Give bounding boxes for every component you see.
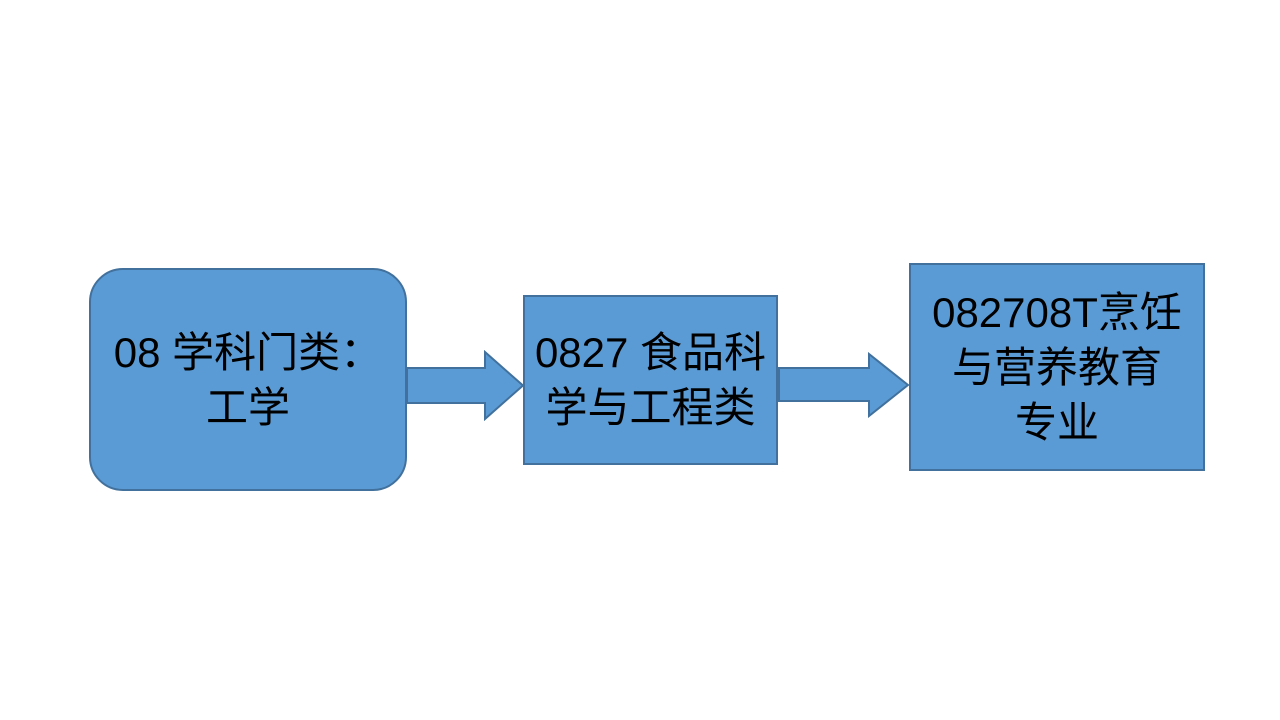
- node-label-line: 学与工程类: [545, 384, 756, 431]
- flow-node-discipline-category: 08 学科门类： 工学: [89, 268, 407, 491]
- node-label-line: 082708T烹饪: [932, 288, 1182, 336]
- node-label-line: 专业: [1014, 398, 1099, 446]
- node-label-line: 工学: [205, 383, 290, 431]
- node-label-line: 0827 食品科: [534, 329, 767, 376]
- node-label-line: 08 学科门类：: [113, 328, 383, 376]
- flow-node-major: 082708T烹饪 与营养教育 专业: [909, 263, 1205, 471]
- flow-node-major-class: 0827 食品科 学与工程类: [523, 295, 778, 465]
- node-label-line: 与营养教育: [951, 343, 1162, 391]
- right-arrow-icon: [406, 350, 525, 421]
- right-arrow-icon: [778, 352, 910, 418]
